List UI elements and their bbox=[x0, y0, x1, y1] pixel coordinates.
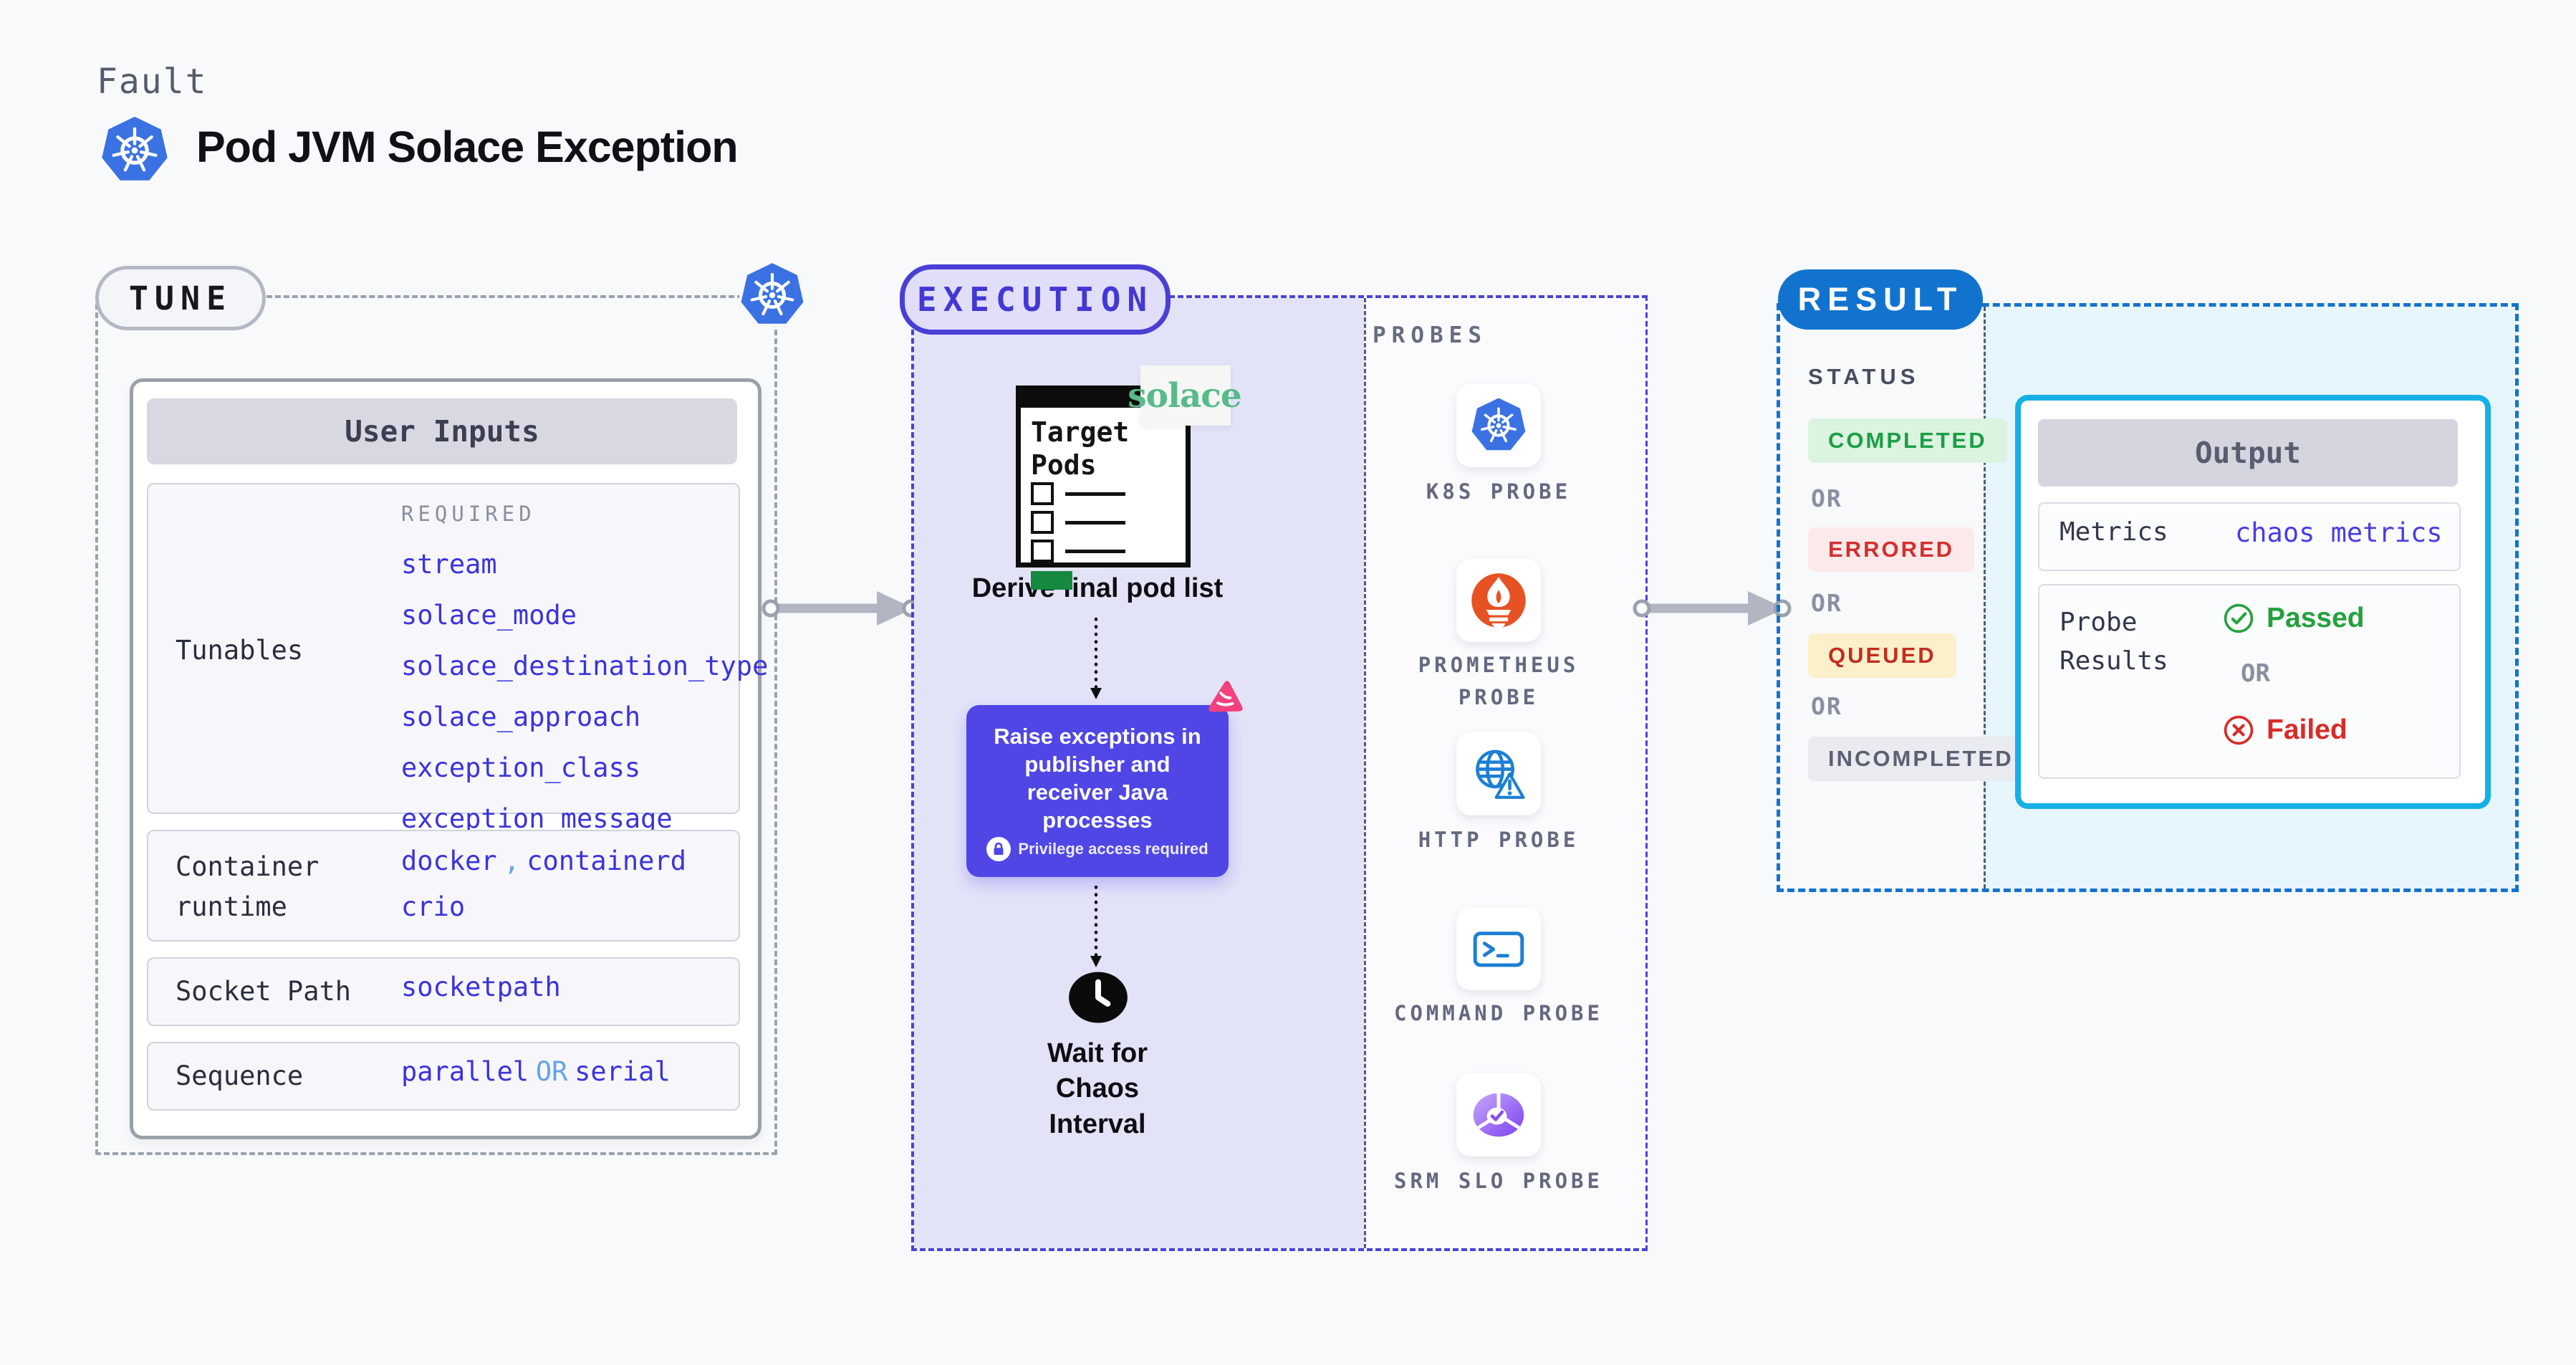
probes-label: PROBES bbox=[1373, 322, 1487, 348]
list-line bbox=[1065, 549, 1125, 553]
chaos-pin-icon bbox=[1208, 681, 1243, 712]
container-runtime-value-crio: crio bbox=[401, 891, 466, 922]
or-separator: OR bbox=[2241, 659, 2270, 688]
tunable-value: solace_mode bbox=[401, 600, 577, 631]
list-line bbox=[1065, 492, 1125, 496]
sequence-row bbox=[147, 1042, 740, 1111]
metrics-label: Metrics bbox=[2060, 517, 2168, 547]
list-line bbox=[1065, 520, 1125, 525]
pod-list-item bbox=[1031, 540, 1125, 562]
socket-path-value: socketpath bbox=[401, 972, 561, 1002]
flow-arrow-down-icon bbox=[1090, 617, 1102, 699]
clock-icon bbox=[1069, 972, 1128, 1023]
socket-path-row bbox=[147, 957, 740, 1026]
k8s-probe-card bbox=[1456, 384, 1541, 467]
sequence-value: parallel OR serial bbox=[401, 1056, 671, 1087]
or-separator: OR bbox=[1811, 589, 1842, 617]
or-separator: OR bbox=[1811, 484, 1842, 512]
prometheus-probe-label: PROMETHEUS PROBE bbox=[1418, 653, 1580, 709]
check-circle-icon bbox=[2224, 603, 2254, 633]
or-separator: OR bbox=[1811, 692, 1842, 720]
solace-logo: solace bbox=[1128, 365, 1242, 426]
command-terminal-icon bbox=[1473, 931, 1524, 967]
wait-chaos-interval-step: Wait for Chaos Interval bbox=[1047, 1038, 1148, 1139]
execution-badge: EXECUTION bbox=[900, 264, 1171, 335]
lock-icon bbox=[986, 837, 1011, 861]
probe-results-row bbox=[2038, 584, 2461, 779]
srm-slo-icon bbox=[1473, 1092, 1524, 1137]
checkbox-icon bbox=[1031, 482, 1054, 505]
pod-list-item bbox=[1031, 482, 1125, 505]
result-badge: RESULT bbox=[1778, 269, 1983, 330]
tunable-value: solace_destination_type bbox=[401, 651, 769, 681]
flow-arrow-down-icon bbox=[1090, 885, 1102, 967]
tune-to-execution-arrow bbox=[761, 591, 921, 626]
tunables-label: Tunables bbox=[176, 635, 304, 666]
command-probe-label: COMMAND PROBE bbox=[1394, 1001, 1603, 1025]
status-label: STATUS bbox=[1808, 364, 1920, 389]
checkbox-icon bbox=[1031, 511, 1054, 534]
srm-slo-probe-label: SRM SLO PROBE bbox=[1394, 1169, 1603, 1193]
inject-exception-step: Raise exceptions in publisher and receiv… bbox=[966, 705, 1229, 877]
user-inputs-header: User Inputs bbox=[147, 398, 737, 464]
required-label: REQUIRED bbox=[401, 502, 536, 526]
http-probe-label: HTTP PROBE bbox=[1418, 828, 1580, 852]
metrics-row bbox=[2038, 502, 2461, 571]
passed-result: Passed bbox=[2222, 602, 2365, 635]
k8s-probe-label: K8S PROBE bbox=[1426, 479, 1572, 504]
target-pods-title: Target Pods bbox=[1031, 416, 1130, 481]
failed-result: Failed bbox=[2222, 714, 2347, 747]
derive-pod-list-step: Derive final pod list bbox=[971, 573, 1224, 603]
tunable-value: exception_class bbox=[401, 752, 641, 783]
status-badge-incompleted: INCOMPLETED bbox=[1808, 737, 2034, 781]
output-header: Output bbox=[2038, 419, 2458, 487]
prometheus-probe-card bbox=[1456, 559, 1541, 642]
page-title: Pod JVM Solace Exception bbox=[196, 123, 739, 171]
tunable-value: stream bbox=[401, 549, 497, 580]
pod-list-item bbox=[1031, 511, 1125, 534]
http-probe-card bbox=[1456, 732, 1541, 815]
container-runtime-value: docker , containerd bbox=[401, 846, 686, 876]
kubernetes-logo-icon bbox=[99, 114, 170, 183]
target-pods-card: Target Pods bbox=[1016, 385, 1191, 590]
kubernetes-icon bbox=[1471, 398, 1526, 451]
container-runtime-label: Container runtime bbox=[176, 851, 319, 922]
sequence-label: Sequence bbox=[176, 1060, 304, 1091]
tunable-value: solace_approach bbox=[401, 701, 641, 732]
privilege-note: Privilege access required bbox=[966, 837, 1229, 861]
green-button-shape bbox=[1031, 571, 1072, 590]
socket-path-label: Socket Path bbox=[176, 976, 352, 1007]
status-badge-errored: ERRORED bbox=[1808, 527, 1975, 572]
srm-slo-probe-card bbox=[1456, 1073, 1541, 1156]
tunable-value: exception_message bbox=[401, 803, 673, 834]
fault-eyebrow: Fault bbox=[97, 62, 208, 102]
probe-results-label: Probe Results bbox=[2060, 608, 2168, 676]
status-badge-completed: COMPLETED bbox=[1808, 418, 2007, 463]
tune-badge: TUNE bbox=[95, 266, 266, 330]
tunables-row bbox=[147, 483, 740, 814]
command-probe-card bbox=[1456, 907, 1541, 990]
x-circle-icon bbox=[2224, 715, 2254, 745]
tune-section-frame bbox=[95, 295, 777, 1155]
metrics-value: chaos metrics bbox=[2235, 517, 2443, 548]
execution-to-result-arrow bbox=[1633, 591, 1792, 626]
checkbox-icon bbox=[1031, 540, 1054, 562]
prometheus-icon bbox=[1471, 573, 1526, 628]
http-globe-icon bbox=[1476, 749, 1525, 799]
kubernetes-corner-icon bbox=[738, 259, 807, 327]
tunables-values: REQUIRED stream solace_mode solace_desti… bbox=[401, 502, 768, 834]
container-runtime-row bbox=[147, 830, 740, 942]
status-badge-queued: QUEUED bbox=[1808, 633, 1956, 678]
